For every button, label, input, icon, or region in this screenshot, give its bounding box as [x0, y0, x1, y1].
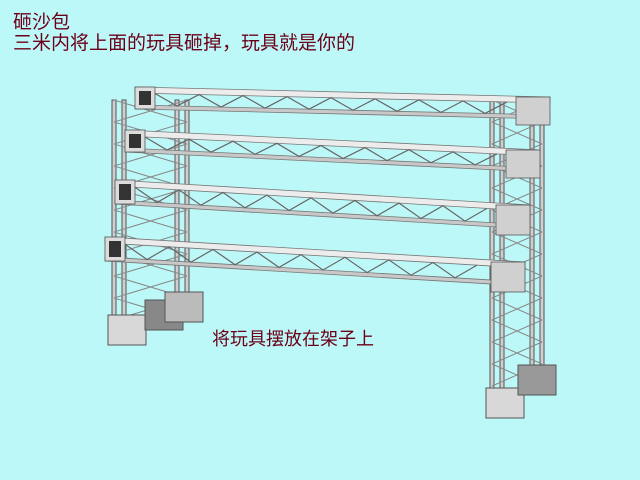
game-rule-text: 三米内将上面的玩具砸掉，玩具就是你的 [13, 32, 356, 54]
truss-beams [104, 86, 551, 293]
truss-beam-2 [124, 129, 541, 179]
truss-beam-4 [104, 236, 526, 293]
foot-block [107, 314, 147, 346]
illustration-caption: 将玩具摆放在架子上 [212, 329, 374, 350]
foot-block [517, 364, 557, 396]
slide-title: 砸沙包 [13, 11, 71, 33]
truss-beam-1 [134, 86, 551, 126]
truss-legs [107, 99, 557, 419]
foot-block [164, 291, 204, 323]
truss-beam-3 [114, 179, 531, 236]
right-tower [489, 99, 545, 396]
